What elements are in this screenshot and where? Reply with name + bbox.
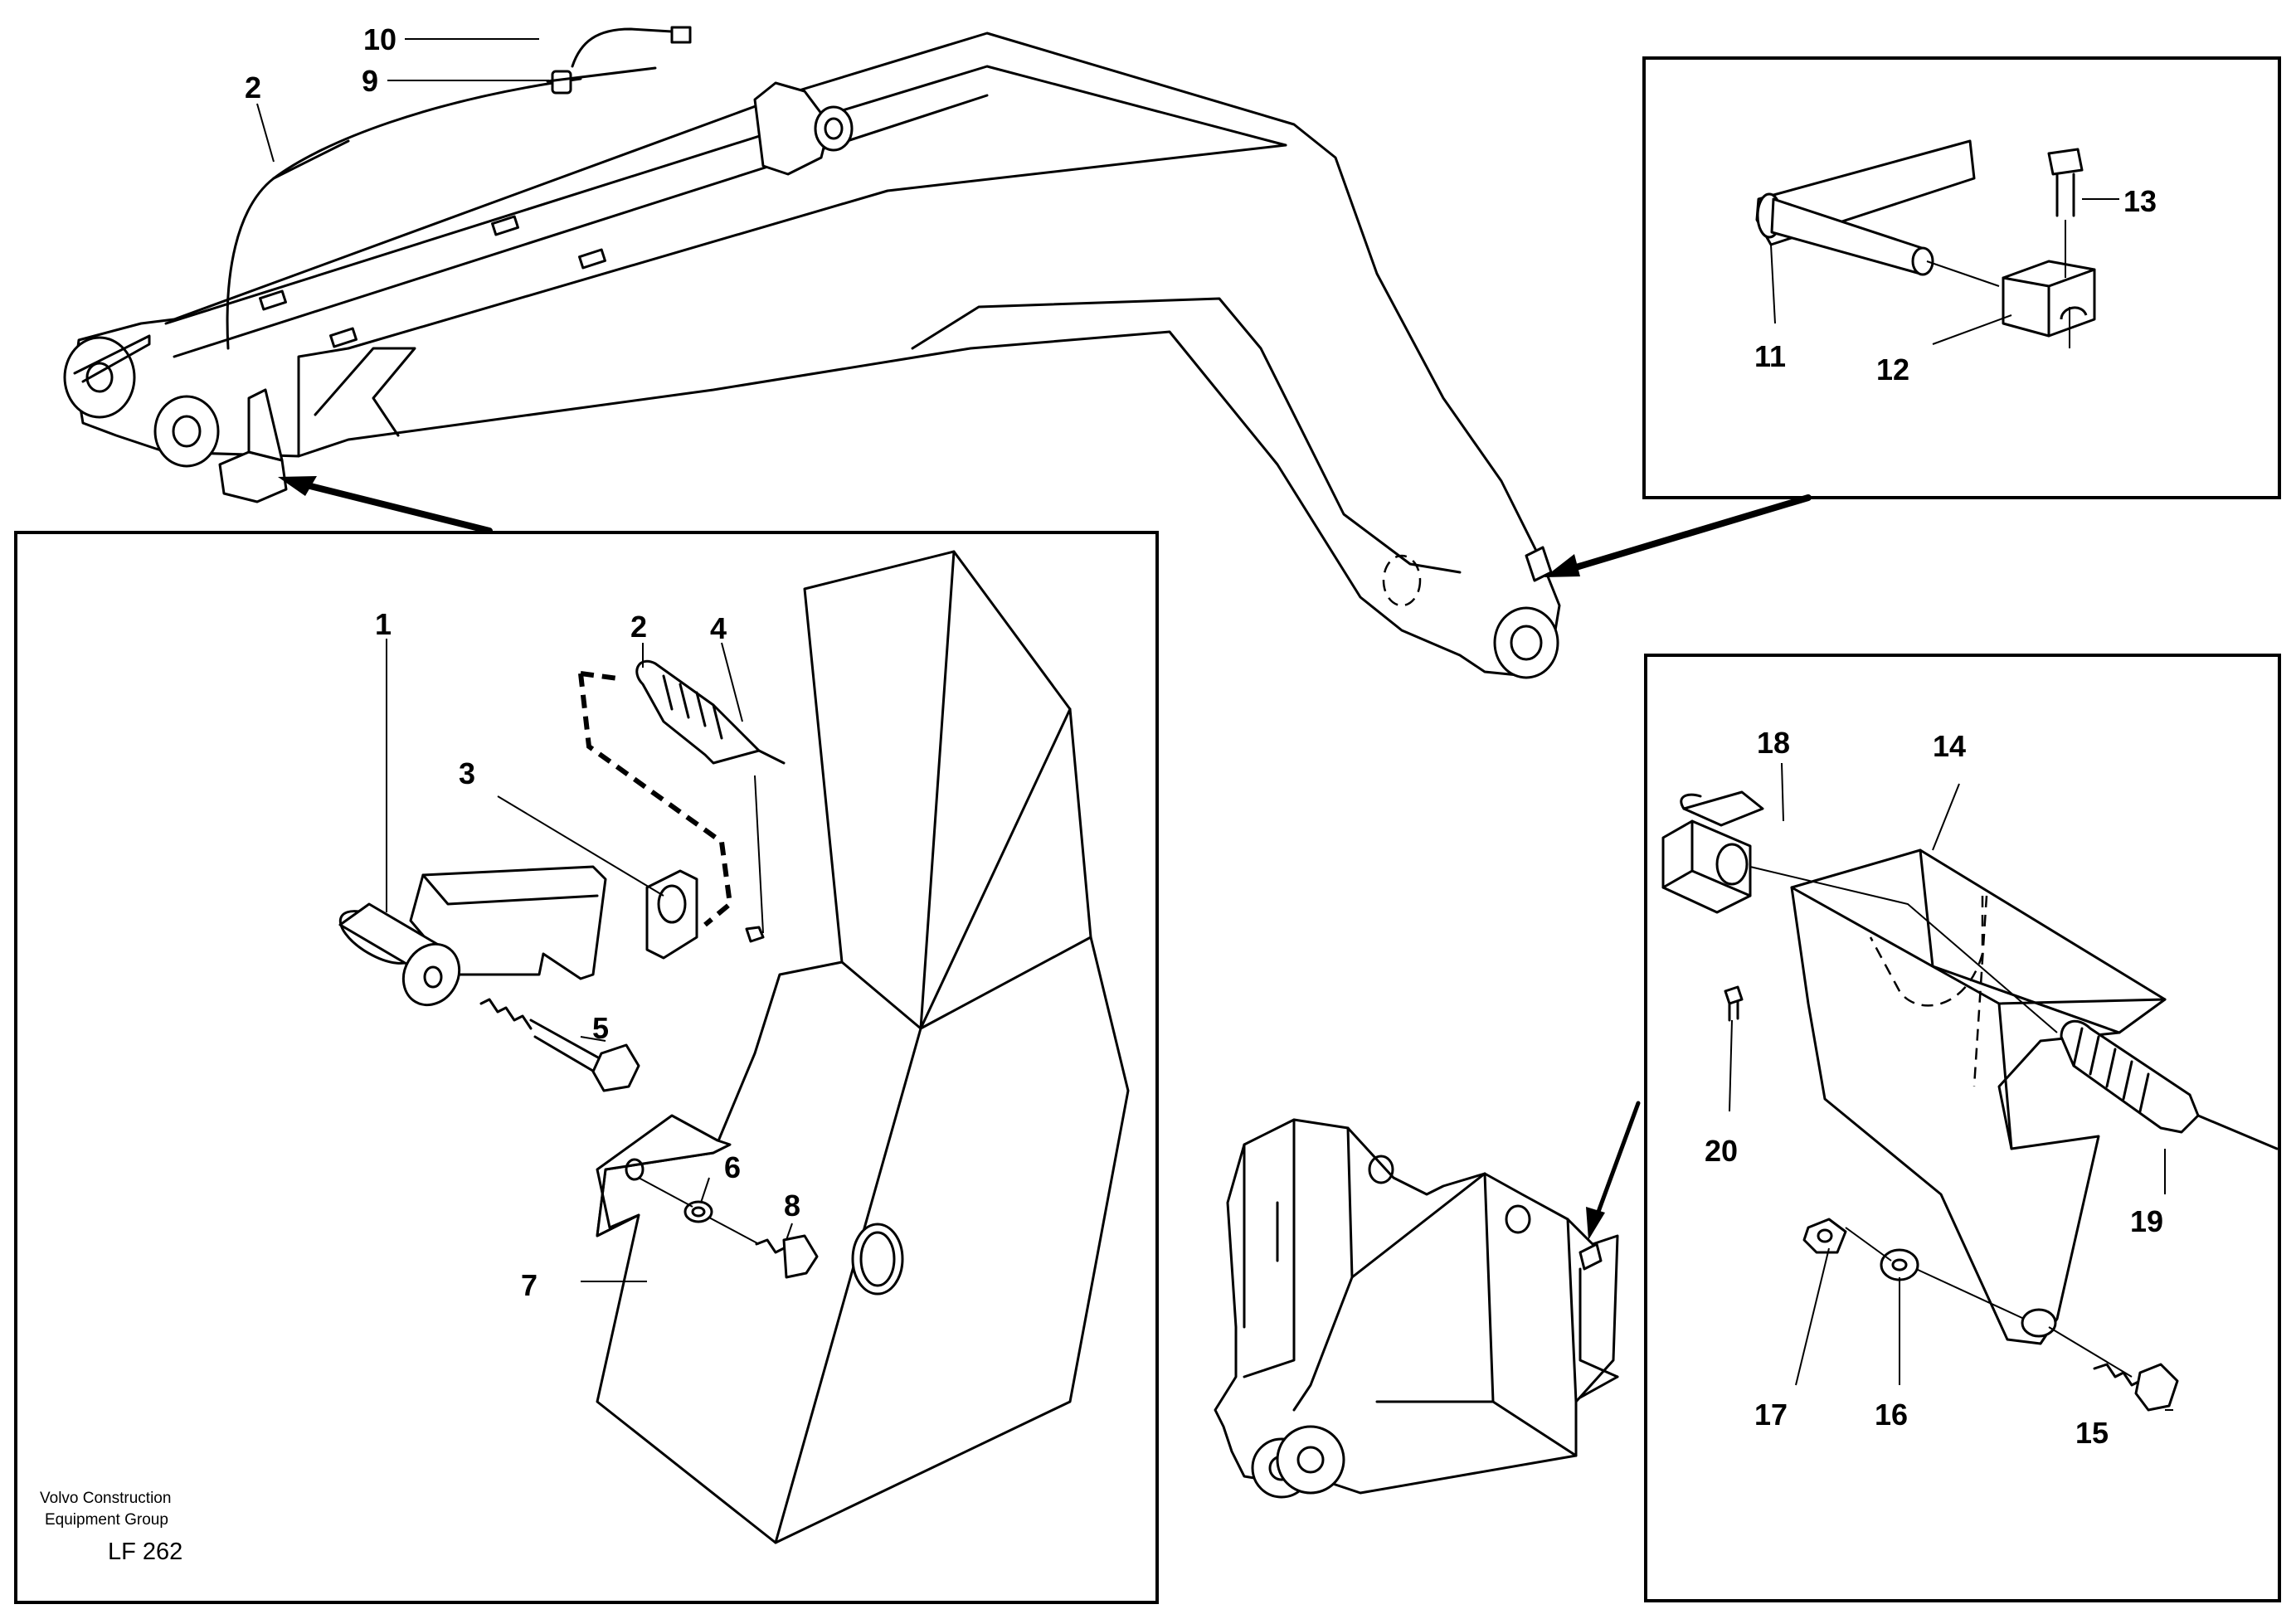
callout-arrows — [278, 476, 1812, 1240]
company-line-1: Volvo Construction — [40, 1490, 171, 1507]
company-line-2: Equipment Group — [45, 1511, 168, 1529]
detail-b — [1642, 56, 2281, 499]
label-1: 1 — [375, 607, 392, 641]
label-12: 12 — [1876, 352, 1909, 387]
label-8: 8 — [784, 1189, 800, 1223]
top-hose-clamps — [546, 26, 692, 95]
label-19: 19 — [2130, 1204, 2163, 1238]
label-2-main: 2 — [245, 70, 261, 105]
label-7: 7 — [521, 1268, 538, 1302]
footer: Volvo Construction Equipment Group LF 26… — [40, 1490, 182, 1565]
label-5: 5 — [592, 1011, 609, 1045]
drawing-code: LF 262 — [108, 1539, 182, 1565]
label-6: 6 — [724, 1150, 741, 1184]
label-3: 3 — [459, 756, 475, 790]
label-14: 14 — [1933, 729, 1966, 763]
label-10: 10 — [363, 22, 396, 56]
label-4: 4 — [710, 611, 727, 645]
label-11: 11 — [1754, 339, 1786, 373]
label-20: 20 — [1705, 1134, 1738, 1168]
label-18: 18 — [1757, 726, 1790, 760]
boom-assembly — [63, 32, 1561, 679]
label-9: 9 — [362, 64, 378, 98]
label-16: 16 — [1875, 1398, 1908, 1432]
part-labels: 10 9 2 1 2 4 3 5 6 8 7 13 11 12 18 14 20… — [245, 22, 2163, 1450]
detail-c — [1644, 654, 2281, 1602]
label-17: 17 — [1754, 1398, 1788, 1432]
label-15: 15 — [2075, 1416, 2109, 1450]
dipper-arm-foot — [1214, 1118, 1619, 1499]
label-13: 13 — [2123, 184, 2157, 218]
detail-a — [14, 531, 1159, 1604]
label-2-detail: 2 — [630, 610, 647, 644]
